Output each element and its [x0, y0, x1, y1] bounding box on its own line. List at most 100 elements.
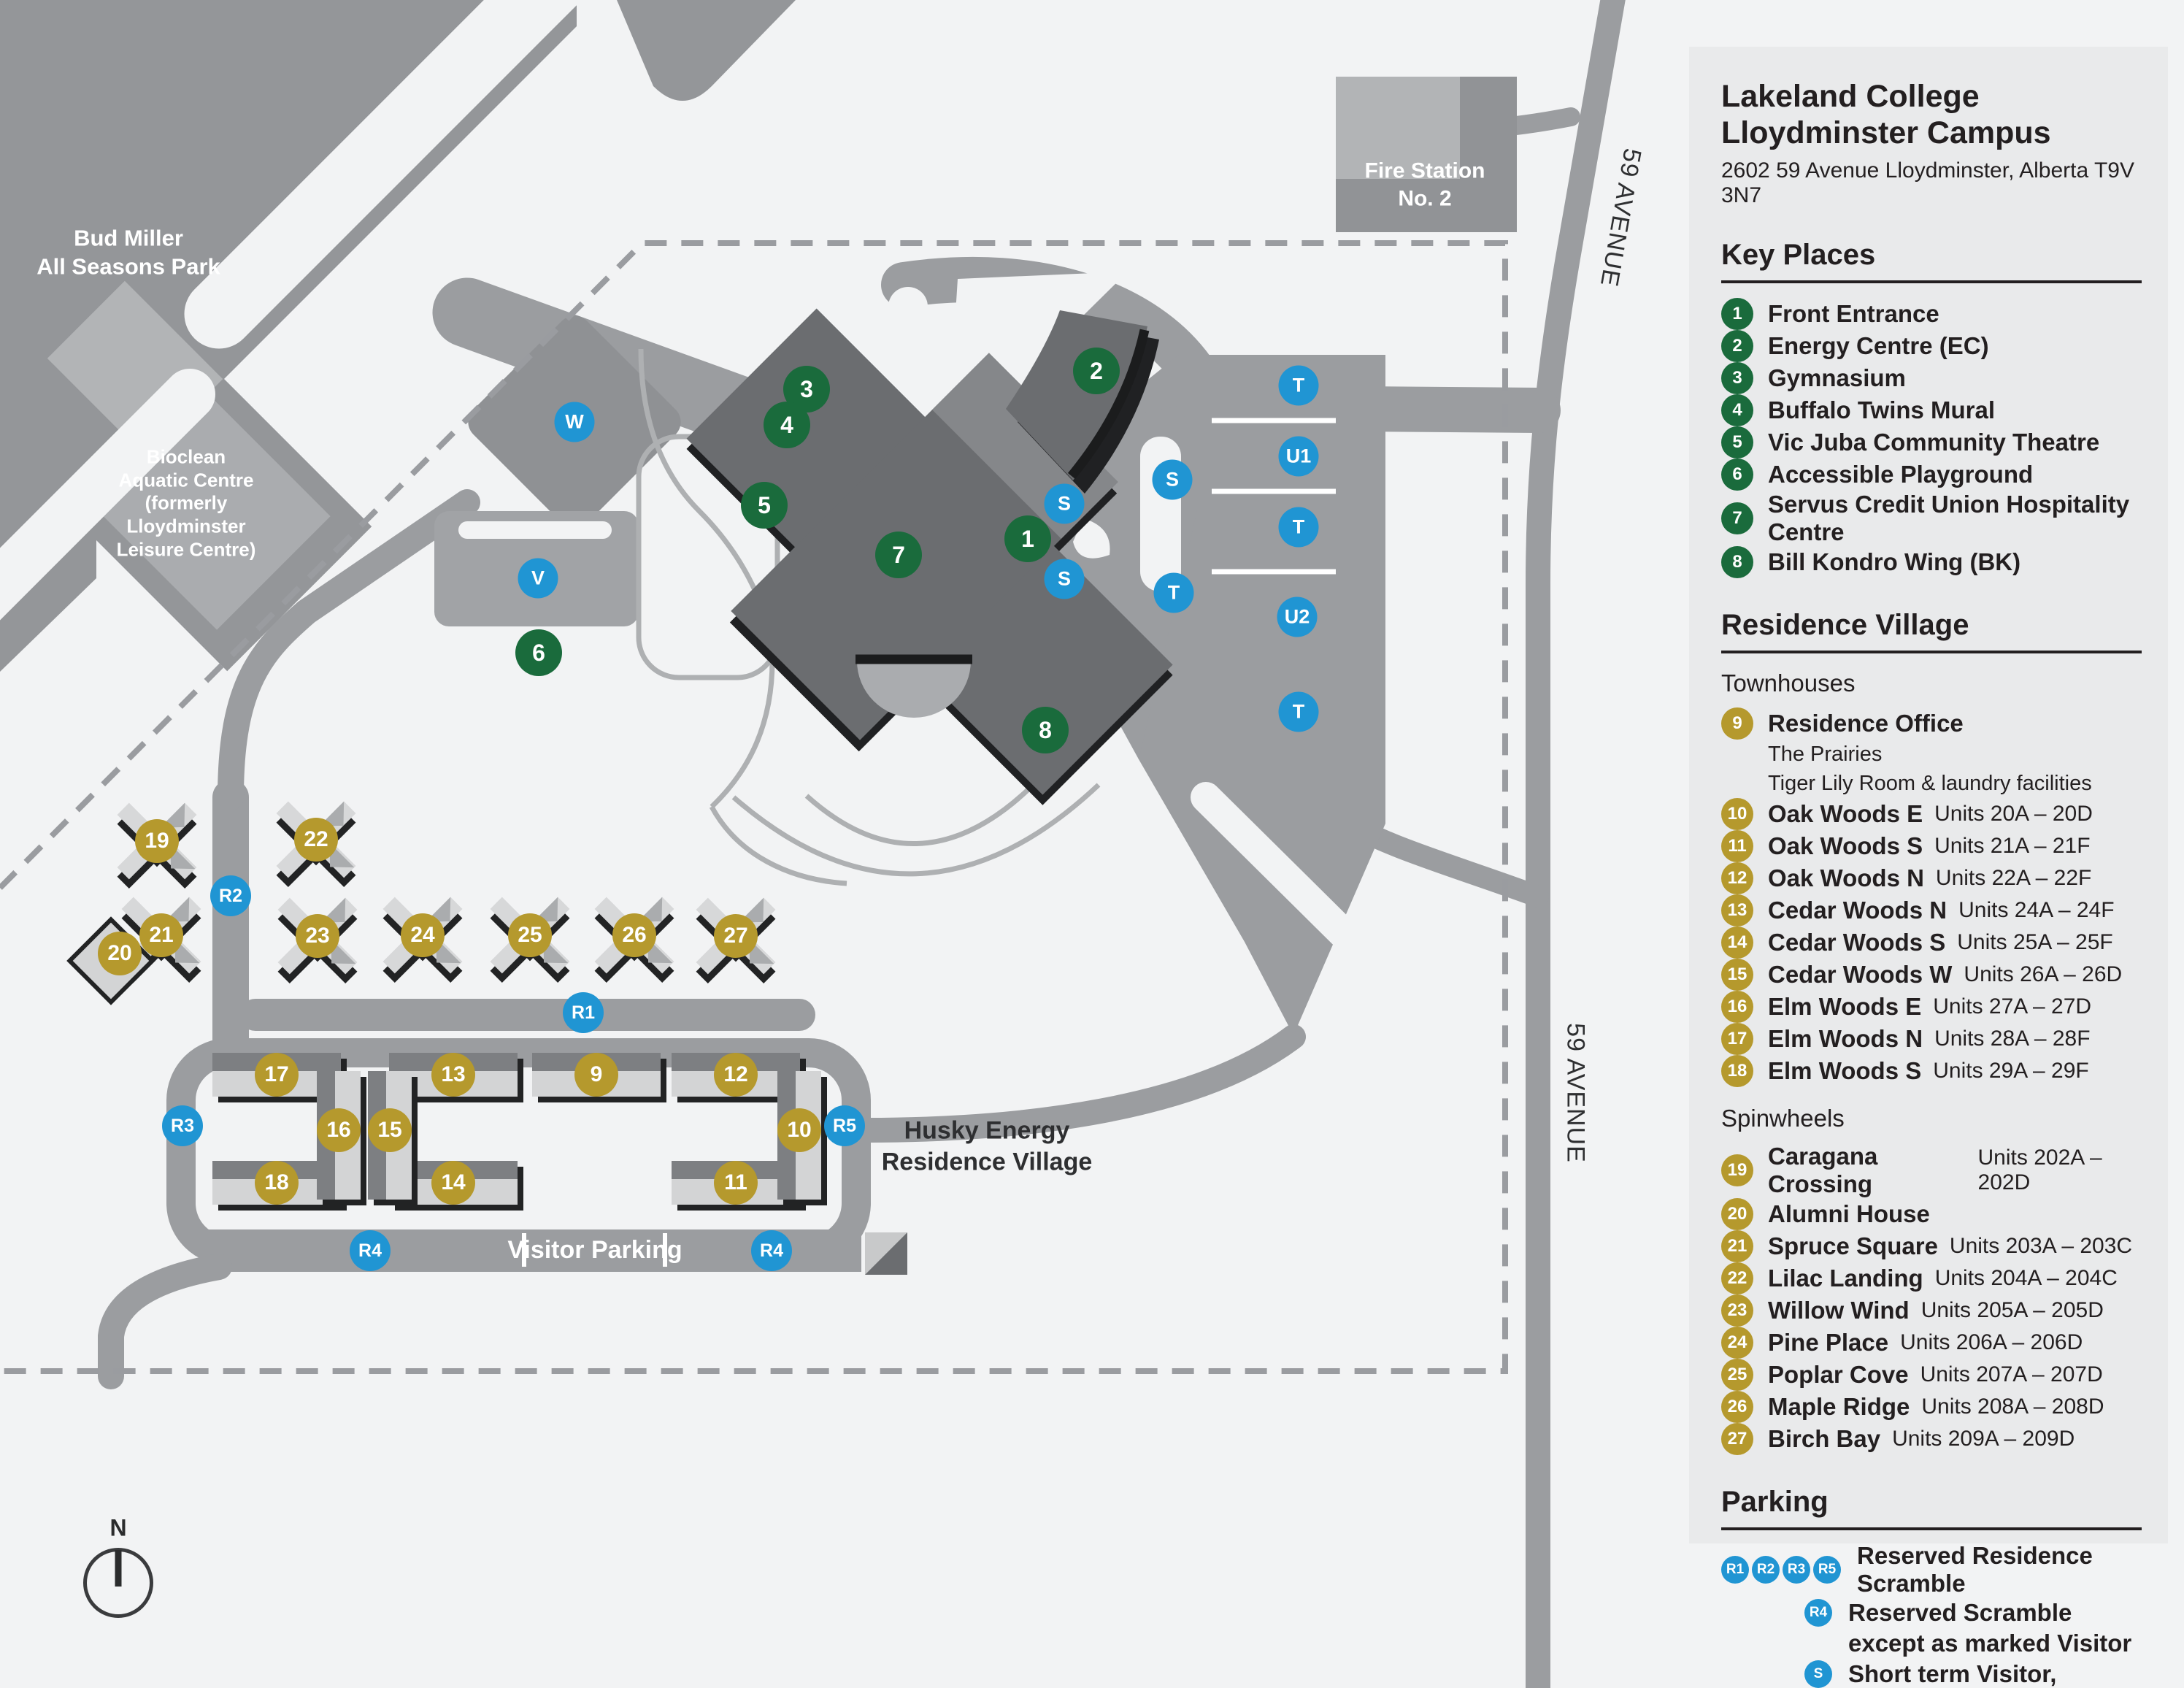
key-place-number: 1 — [1721, 297, 1753, 330]
key-place-number: 5 — [1721, 426, 1753, 459]
residence-number: 27 — [1721, 1422, 1753, 1455]
key-place-item-7: 7 Servus Credit Union Hospitality Centre — [1721, 491, 2142, 546]
residence-number: 20 — [1721, 1197, 1753, 1230]
parking-badge-R5: R5 — [1813, 1555, 1841, 1584]
courtyard-circle — [888, 287, 928, 326]
residence-name: Elm Woods E — [1768, 992, 1922, 1020]
residence-name: Oak Woods E — [1768, 799, 1923, 827]
key-place-label: Bill Kondro Wing (BK) — [1768, 548, 2021, 575]
residence-village-heading: Residence Village — [1721, 609, 2142, 653]
legend-title-line1: Lakeland College — [1721, 79, 1980, 114]
key-place-item-4: 4 Buffalo Twins Mural — [1721, 394, 2142, 426]
residence-name: Oak Woods S — [1768, 832, 1923, 859]
residence-item-20: 20 Alumni House — [1721, 1197, 2142, 1230]
key-place-item-6: 6 Accessible Playground — [1721, 458, 2142, 491]
key-place-number: 4 — [1721, 394, 1753, 426]
residence-number: 10 — [1721, 797, 1753, 830]
residence-name: Cedar Woods N — [1768, 896, 1947, 924]
key-place-label: Servus Credit Union Hospitality Centre — [1768, 490, 2130, 545]
parking-badge-R1: R1 — [1721, 1555, 1749, 1584]
key-place-item-5: 5 Vic Juba Community Theatre — [1721, 426, 2142, 459]
residence-name: Lilac Landing — [1768, 1264, 1923, 1292]
bud-miller-park-area — [0, 0, 796, 672]
residence-name: Oak Woods N — [1768, 864, 1924, 891]
residence-name: Willow Wind — [1768, 1296, 1910, 1324]
residence-number: 18 — [1721, 1054, 1753, 1087]
residence-name: Caragana Crossing — [1768, 1142, 1878, 1197]
residence-units: Units 207A – 207D — [1920, 1362, 2103, 1386]
residence-name: Maple Ridge — [1768, 1392, 1910, 1420]
residence-name: Alumni House — [1768, 1200, 1930, 1227]
residence-subline: The Prairies — [1768, 742, 1883, 766]
residence-name: Elm Woods S — [1768, 1056, 1922, 1084]
parking-row: except as marked Visitor — [1721, 1628, 2142, 1659]
key-place-item-8: 8 Bill Kondro Wing (BK) — [1721, 545, 2142, 578]
residence-number: 16 — [1721, 990, 1753, 1023]
key-place-number: 7 — [1721, 502, 1753, 534]
parking-row: R4 Reserved Scramble — [1721, 1597, 2142, 1628]
parking-badge-R2: R2 — [1752, 1555, 1780, 1584]
fire-station-building — [1336, 77, 1517, 232]
residence-name: Poplar Cove — [1768, 1360, 1909, 1388]
residence-units: Units 29A – 29F — [1933, 1058, 2089, 1083]
park-access-road — [218, 489, 480, 810]
residence-subline: Tiger Lily Room & laundry facilities — [1768, 771, 2092, 795]
residence-units: Units 20A – 20D — [1934, 801, 2093, 826]
residence-name: Cedar Woods W — [1768, 960, 1953, 988]
residence-units: Units 25A – 25F — [1957, 929, 2113, 954]
townhouses-subheading: Townhouses — [1721, 669, 1856, 697]
residence-item-19: 19 Caragana Crossing Units 202A – 202D — [1721, 1143, 2142, 1198]
key-places-list: 1 Front Entrance 2 Energy Centre (EC) 3 … — [1721, 297, 2142, 578]
residence-item-16: 16 Elm Woods E Units 27A – 27D — [1721, 990, 2142, 1023]
key-place-label: Gymnasium — [1768, 364, 1906, 391]
residence-number: 19 — [1721, 1154, 1753, 1186]
residence-item-9: 9 Residence Office — [1721, 707, 2142, 740]
residence-number: 22 — [1721, 1262, 1753, 1294]
residence-number: 23 — [1721, 1294, 1753, 1327]
residence-number: 9 — [1721, 707, 1753, 740]
residence-name: Spruce Square — [1768, 1232, 1938, 1259]
avenue-59-road — [1526, 0, 1626, 1688]
residence-item-18: 18 Elm Woods S Units 29A – 29F — [1721, 1054, 2142, 1087]
key-place-item-2: 2 Energy Centre (EC) — [1721, 329, 2142, 362]
key-place-label: Buffalo Twins Mural — [1768, 396, 1996, 423]
parking-label: Reserved Residence Scramble — [1857, 1541, 2093, 1597]
parking-label: Reserved Scramble — [1848, 1598, 2072, 1626]
campus-address: 2602 59 Avenue Lloydminster, Alberta T9V… — [1721, 158, 2134, 207]
residence-units: Units 208A – 208D — [1921, 1394, 2104, 1419]
residence-name: Birch Bay — [1768, 1424, 1881, 1452]
residence-units: Units 202A – 202D — [1977, 1145, 2102, 1194]
residence-units: Units 205A – 205D — [1920, 1297, 2104, 1322]
plaza-triangle-island — [1073, 518, 1110, 559]
key-place-number: 2 — [1721, 329, 1753, 362]
parking-label: except as marked Visitor — [1848, 1629, 2132, 1657]
spinwheels-subheading: Spinwheels — [1721, 1104, 1845, 1132]
residence-units: Units 206A – 206D — [1900, 1330, 2083, 1354]
residence-units: Units 26A – 26D — [1964, 962, 2123, 986]
key-place-label: Vic Juba Community Theatre — [1768, 428, 2100, 456]
legend-title-line2: Lloydminster Campus — [1721, 115, 2051, 150]
residence-units: Units 209A – 209D — [1892, 1426, 2075, 1451]
key-place-number: 3 — [1721, 361, 1753, 394]
key-place-label: Front Entrance — [1768, 299, 1939, 327]
parking-badge-R3: R3 — [1783, 1555, 1810, 1584]
residence-units: Units 204A – 204C — [1934, 1265, 2118, 1290]
residence-connector-road — [853, 1024, 1306, 1143]
parking-row: S Short term Visitor, — [1721, 1659, 2142, 1688]
residence-number: 13 — [1721, 894, 1753, 927]
key-place-label: Accessible Playground — [1768, 460, 2034, 488]
residence-number: 17 — [1721, 1022, 1753, 1055]
residence-units: Units 27A – 27D — [1933, 994, 2092, 1018]
